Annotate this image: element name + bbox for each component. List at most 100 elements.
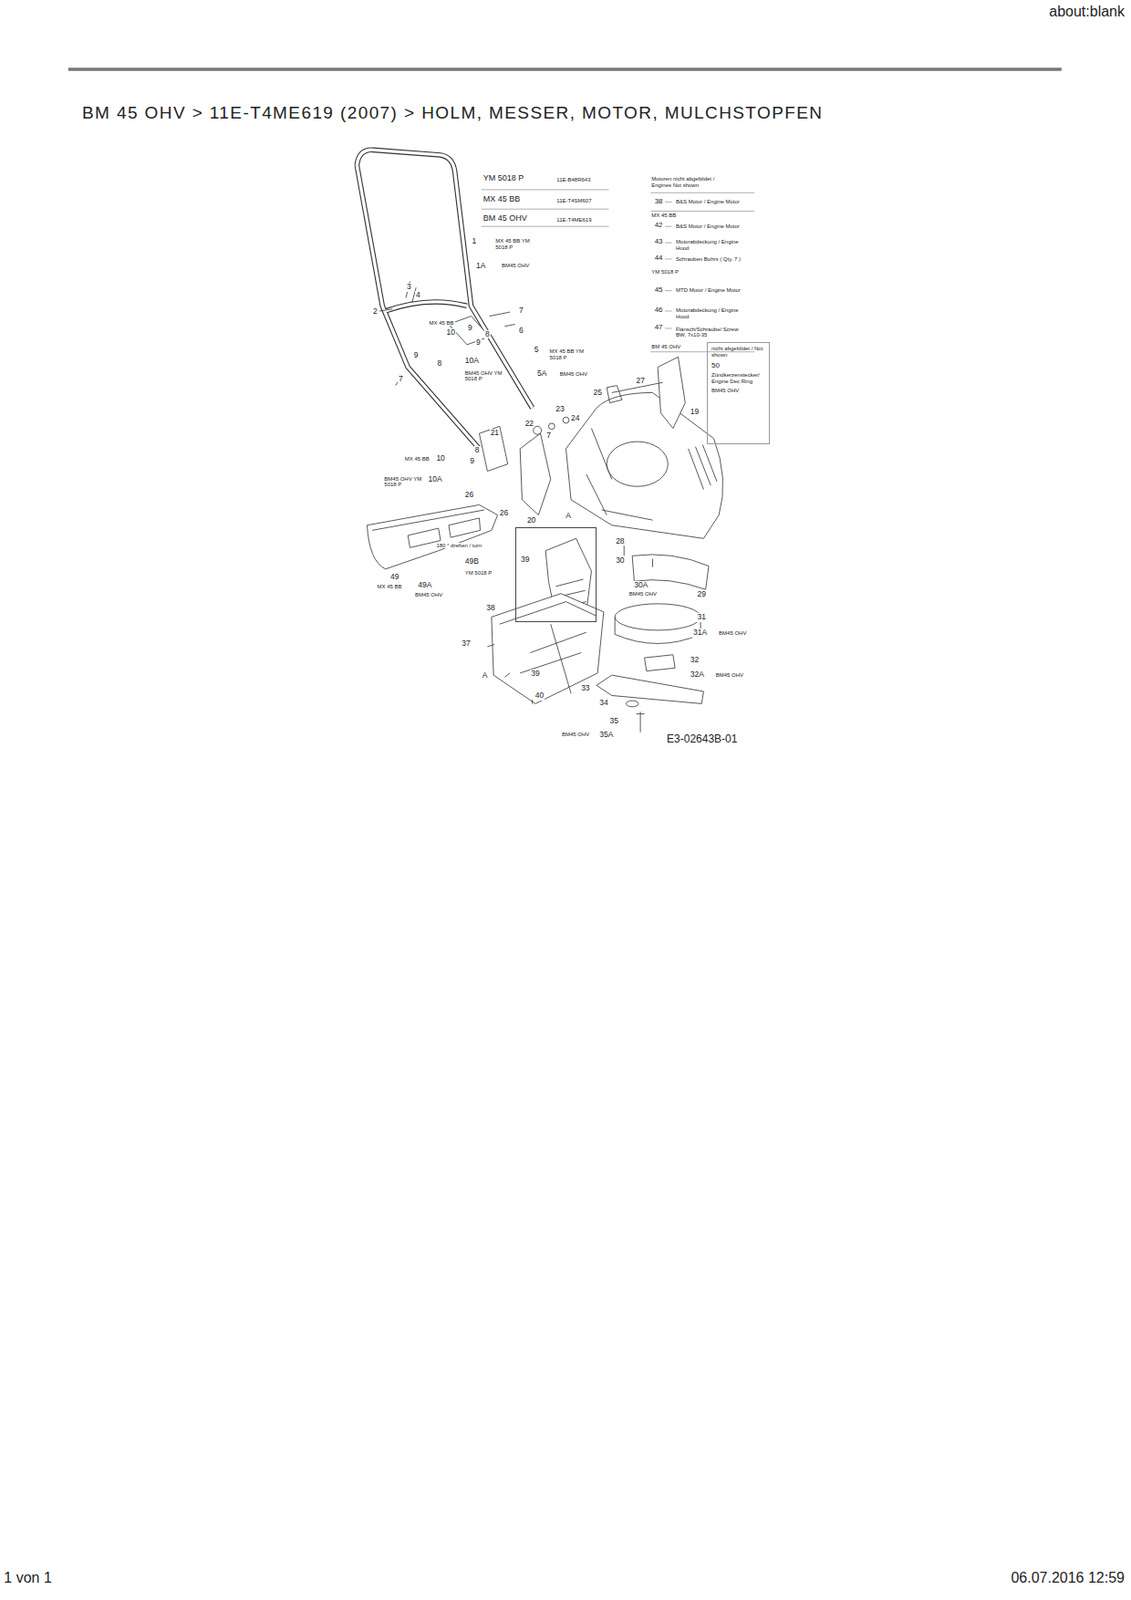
part-note: 180 ° drehen / turn [435, 542, 483, 550]
part-note: Motorabdeckung / Engine Hood [674, 307, 743, 320]
callout-number: 6 [518, 326, 525, 335]
callout-number: 8 [436, 359, 444, 368]
part-note: E3-02643B-01 [665, 733, 738, 746]
callout-number: 30 [614, 556, 625, 565]
callout-number: 24 [570, 414, 581, 423]
callout-number: A [564, 511, 572, 520]
callout-number: A [481, 671, 489, 680]
part-note: YM 5018 P [464, 570, 494, 577]
callout-number: 35 [608, 716, 619, 726]
callout-number: 34 [598, 698, 609, 707]
part-note: B&S Motor / Engine Motor [674, 223, 750, 230]
callout-number: 7 [518, 306, 525, 315]
callout-number: 31 [696, 612, 707, 622]
part-note: Schrauben Bohrs ( Qty. 7 ) [674, 256, 759, 263]
grass-bag [366, 504, 498, 569]
part-note: BM45 OHV [715, 672, 745, 679]
part-note: YM 5018 P [650, 269, 680, 276]
part-note: MX 45 BB YM 5018 P [494, 238, 533, 250]
callout-number: 9 [475, 338, 482, 347]
callout-number: 9 [413, 351, 420, 360]
page-title: BM 45 OHV > 11E-T4ME619 (2007) > HOLM, M… [81, 103, 825, 124]
table-rules [481, 189, 756, 353]
callout-number: 49B [464, 557, 480, 566]
callout-number: 49 [389, 572, 400, 582]
part-note: B&S Motor / Engine Motor [674, 198, 750, 206]
callout-number: 45 [653, 286, 665, 295]
blade-assembly [596, 603, 704, 733]
part-note: BM 45 OHV [650, 343, 682, 351]
part-note: 1 von 1 [2, 1569, 52, 1587]
callout-number: 33 [580, 684, 591, 693]
part-note: MTD Motor / Engine Motor [674, 287, 750, 294]
callout-number: 44 [653, 254, 665, 263]
callout-number: 43 [653, 238, 665, 247]
handle [356, 149, 532, 471]
callout-number: 25 [592, 388, 603, 397]
callout-number: 23 [554, 404, 565, 414]
node-text: 50 [711, 361, 767, 370]
callout-number: 38 [485, 603, 496, 613]
callout-number: 38 [653, 197, 665, 207]
part-note: MX 45 BB [376, 583, 404, 591]
part-note: BM45 OHV [559, 371, 589, 378]
callout-number: 7 [545, 431, 552, 440]
callout-number: 3 [405, 282, 413, 291]
callout-number: 31A [692, 628, 708, 637]
part-note: 11E-T4ME619 [555, 217, 592, 224]
part-note: BM45 OHV [628, 591, 658, 598]
part-note: 11E-B48R643 [555, 176, 592, 184]
callout-number: 20 [526, 516, 537, 525]
callout-number: 22 [524, 419, 535, 428]
callout-number: 26 [464, 490, 475, 499]
header-rule [68, 67, 1062, 71]
part-note: Motoren nicht abgebildet / Engines Not s… [650, 176, 735, 188]
callout-number: 35A [598, 730, 614, 739]
part-note: MX 45 BB [404, 456, 431, 463]
node-text: Zündkerzenstecker/ Engine Dec Ring [711, 372, 767, 385]
part-note: BM45 OHV YM 5018 P [383, 476, 424, 488]
part-note: Motorabdeckung / Engine Hood [674, 238, 743, 251]
part-note: MX 45 BB [428, 320, 456, 327]
callout-number: 37 [460, 639, 471, 648]
part-note: about:blank [1047, 3, 1126, 21]
part-note: BM 45 OHV [482, 214, 529, 224]
callout-number: 28 [614, 537, 625, 546]
callout-number: 10A [464, 356, 480, 365]
callout-number: 7 [397, 374, 405, 384]
callout-number: 10 [435, 454, 446, 463]
callout-number: 42 [653, 221, 665, 230]
node-text: 39 [520, 555, 596, 565]
callout-number: 10A [426, 475, 443, 484]
note-box: nicht abgebildet / Not shown 50Zündkerzen… [706, 342, 770, 445]
callout-number: 9 [466, 323, 474, 333]
callout-number: 32 [689, 655, 700, 665]
callout-number: 8 [474, 446, 481, 455]
part-note: BM45 OHV [414, 591, 444, 599]
callout-number: 1 [471, 237, 478, 246]
callout-number: 5 [533, 345, 540, 354]
node-text: nicht abgebildet / Not shown [711, 345, 767, 359]
part-note: 11E-T4SM607 [555, 197, 592, 205]
part-note: MX 45 BB YM 5018 P [548, 348, 589, 361]
callout-number: 29 [696, 590, 707, 599]
part-note: BM45 OHV [500, 262, 530, 270]
callout-number: 5A [536, 369, 548, 378]
part-note: BM45 OHV YM 5018 P [464, 370, 505, 383]
callout-number: 4 [415, 290, 422, 300]
inset-frame: 39 [515, 527, 597, 623]
callout-number: 39 [529, 669, 540, 678]
callout-number: 26 [498, 508, 509, 518]
part-note: Flansch/Schraube/ Screw BW, 7x10-35 [674, 326, 747, 339]
callout-number: 8 [484, 330, 491, 339]
callout-number: 30A [632, 581, 649, 590]
part-note: YM 5018 P [482, 174, 526, 184]
callout-number: 46 [653, 306, 665, 315]
part-note: MX 45 BB [650, 212, 677, 219]
callout-number: 47 [653, 323, 665, 333]
callout-number: 49A [416, 581, 433, 590]
callout-number: 40 [534, 691, 545, 700]
callout-number: 21 [489, 428, 500, 437]
callout-number: 19 [689, 407, 700, 416]
